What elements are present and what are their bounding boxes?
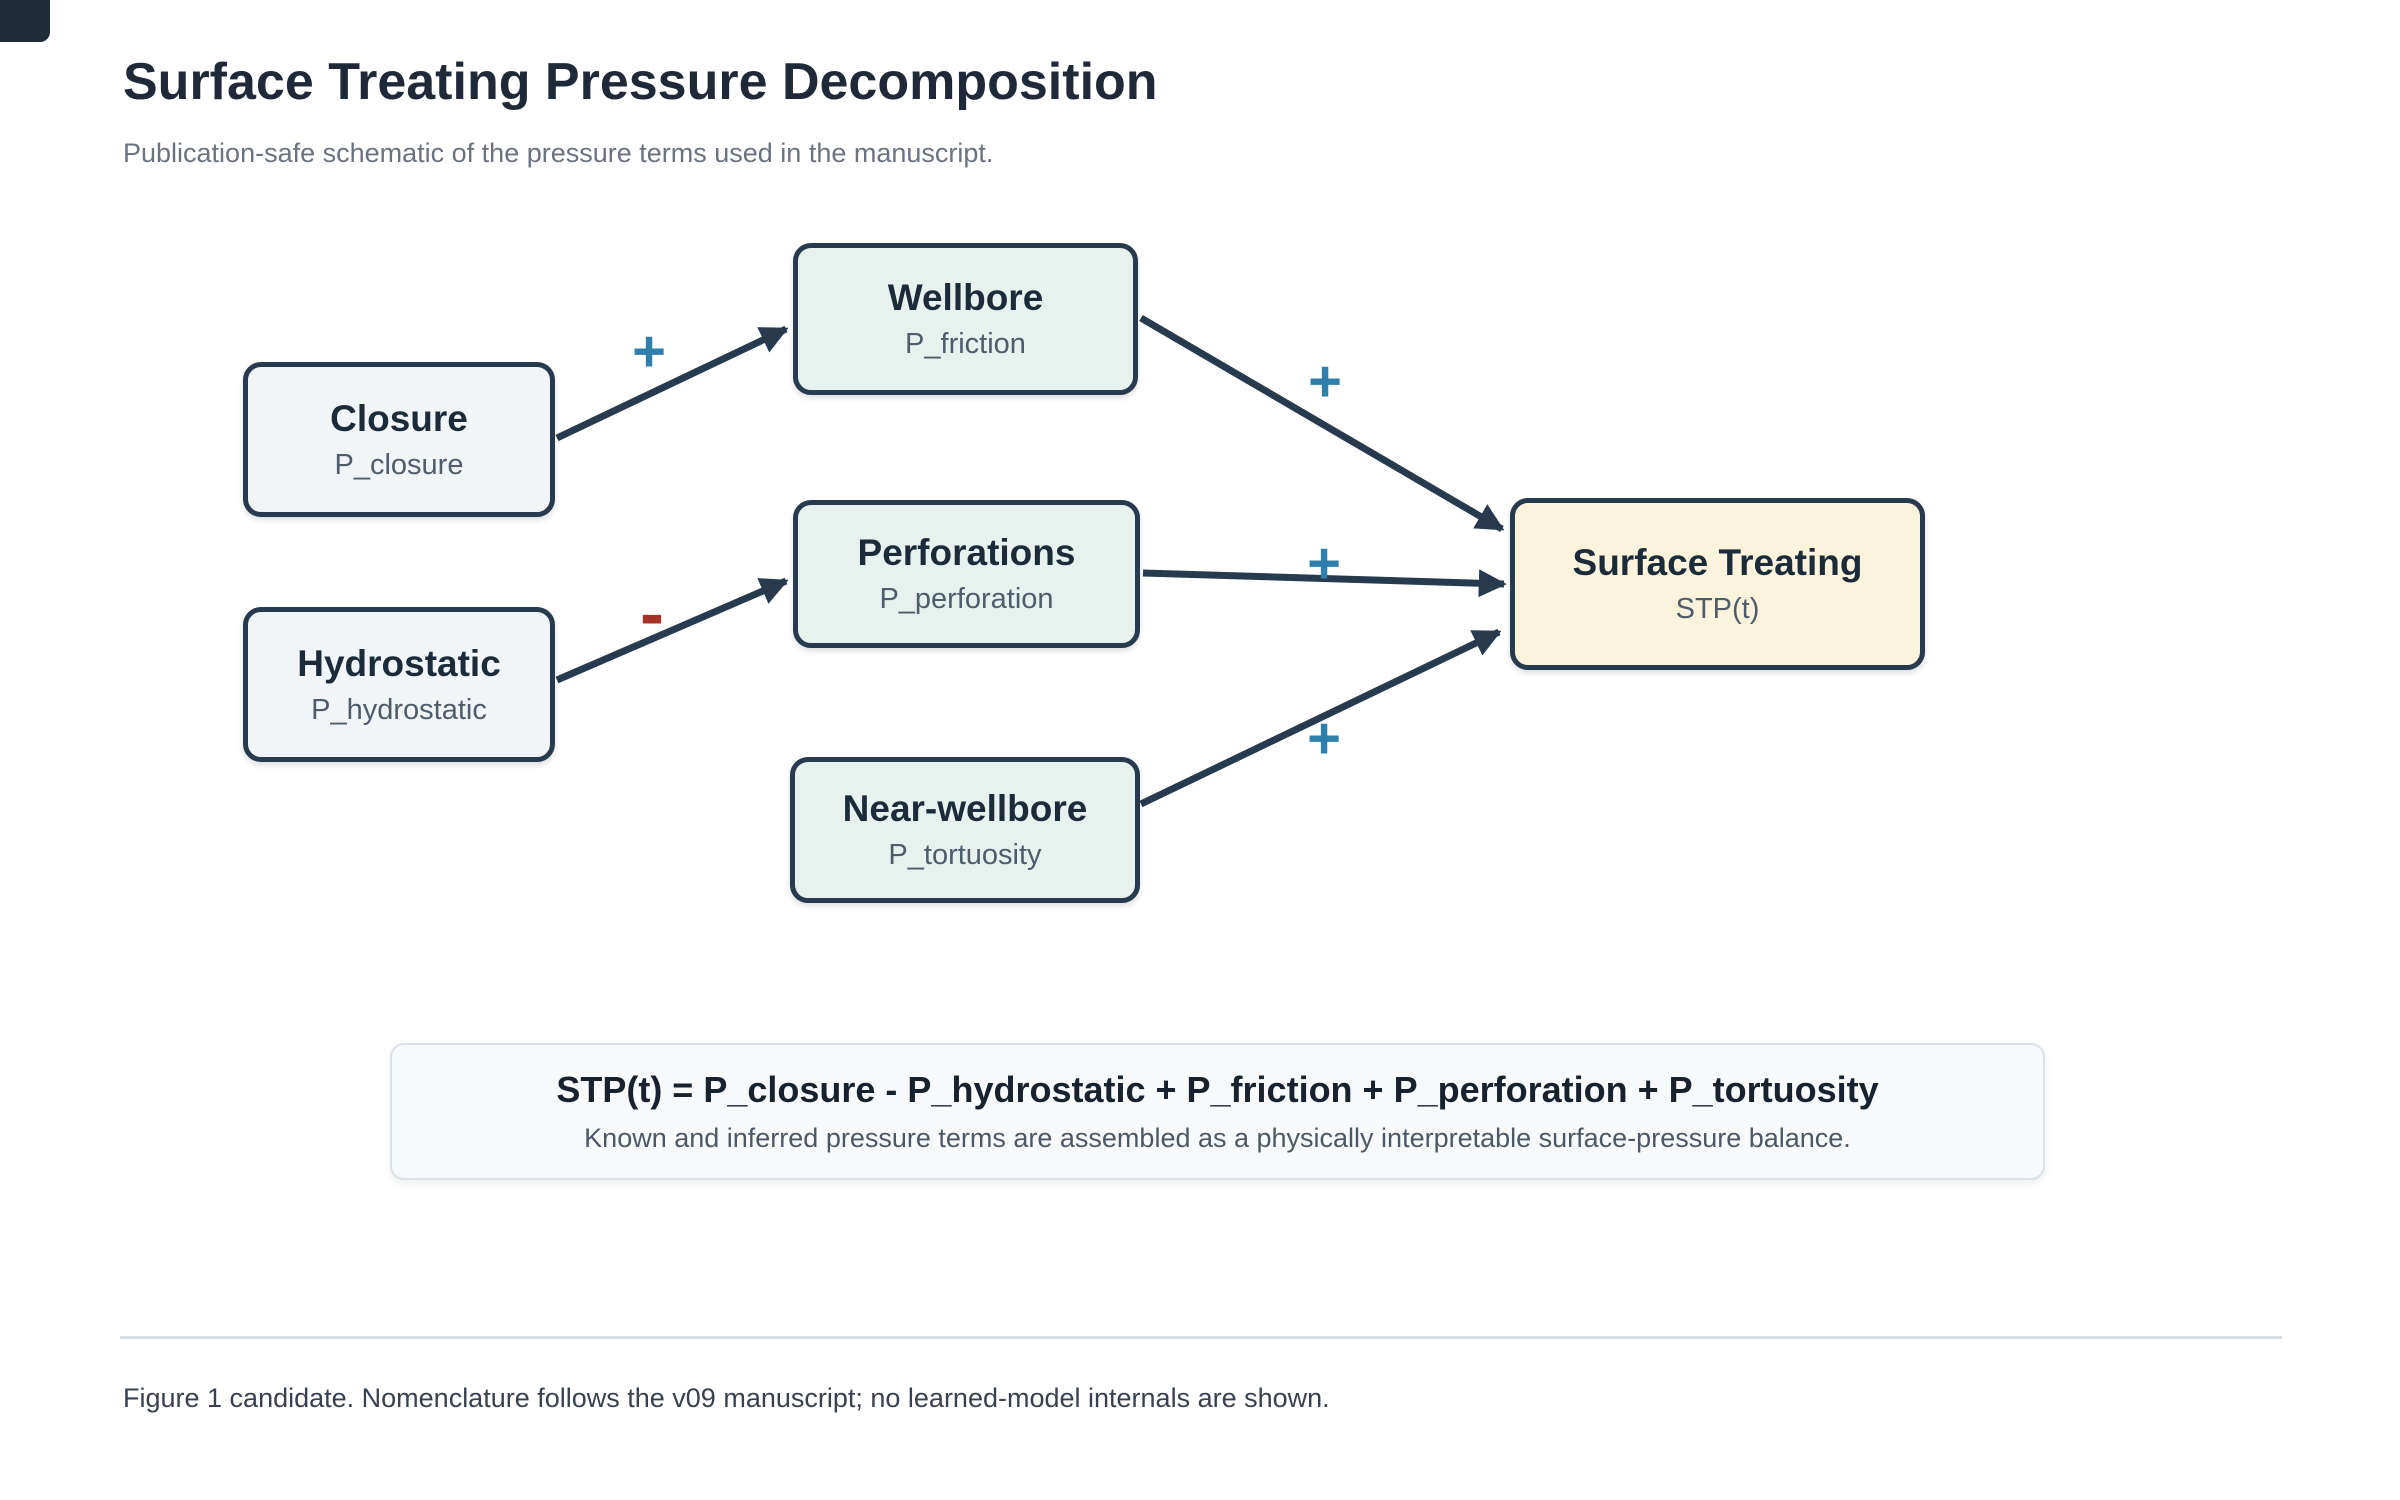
node-closure-symbol: P_closure	[334, 448, 464, 481]
node-closure: Closure P_closure	[243, 362, 555, 517]
sign-plus-wellbore-surface: +	[1308, 349, 1342, 414]
sign-plus-closure-wellbore: +	[632, 319, 666, 384]
sign-plus-perforations-surface: +	[1307, 531, 1341, 596]
node-nearwellbore: Near-wellbore P_tortuosity	[790, 757, 1140, 903]
equation-formula: STP(t) = P_closure - P_hydrostatic + P_f…	[556, 1069, 1879, 1110]
arrow-nearwellbore-to-surface	[1139, 628, 1502, 808]
node-wellbore-symbol: P_friction	[905, 328, 1026, 360]
node-closure-title: Closure	[330, 397, 468, 439]
page-subtitle: Publication-safe schematic of the pressu…	[123, 138, 994, 168]
equation-panel: STP(t) = P_closure - P_hydrostatic + P_f…	[390, 1043, 2045, 1180]
figure-caption: Figure 1 candidate. Nomenclature follows…	[123, 1383, 1330, 1413]
arrow-perforations-to-surface	[1142, 569, 1507, 598]
sign-minus-hydrostatic-perforations: -	[640, 574, 664, 654]
node-hydrostatic-symbol: P_hydrostatic	[311, 693, 487, 726]
node-hydrostatic-title: Hydrostatic	[297, 642, 501, 684]
node-surface-treating: Surface Treating STP(t)	[1510, 498, 1925, 670]
sign-plus-nearwellbore-surface: +	[1307, 706, 1341, 771]
arrow-closure-to-wellbore	[555, 325, 789, 442]
node-perforations-title: Perforations	[857, 532, 1076, 573]
arrow-hydrostatic-to-perforations	[555, 577, 789, 684]
node-surface-treating-title: Surface Treating	[1572, 542, 1863, 583]
arrow-wellbore-to-surface	[1139, 314, 1505, 533]
page-title: Surface Treating Pressure Decomposition	[123, 53, 1158, 111]
node-surface-treating-symbol: STP(t)	[1675, 593, 1760, 625]
node-wellbore-title: Wellbore	[887, 277, 1044, 318]
corner-badge	[0, 0, 50, 42]
node-nearwellbore-title: Near-wellbore	[842, 788, 1088, 829]
footer-divider	[120, 1336, 2282, 1339]
node-perforations-symbol: P_perforation	[879, 583, 1054, 615]
node-perforations: Perforations P_perforation	[793, 500, 1140, 648]
equation-caption: Known and inferred pressure terms are as…	[584, 1123, 1851, 1153]
node-nearwellbore-symbol: P_tortuosity	[888, 839, 1042, 871]
node-wellbore: Wellbore P_friction	[793, 243, 1138, 395]
node-hydrostatic: Hydrostatic P_hydrostatic	[243, 607, 555, 762]
